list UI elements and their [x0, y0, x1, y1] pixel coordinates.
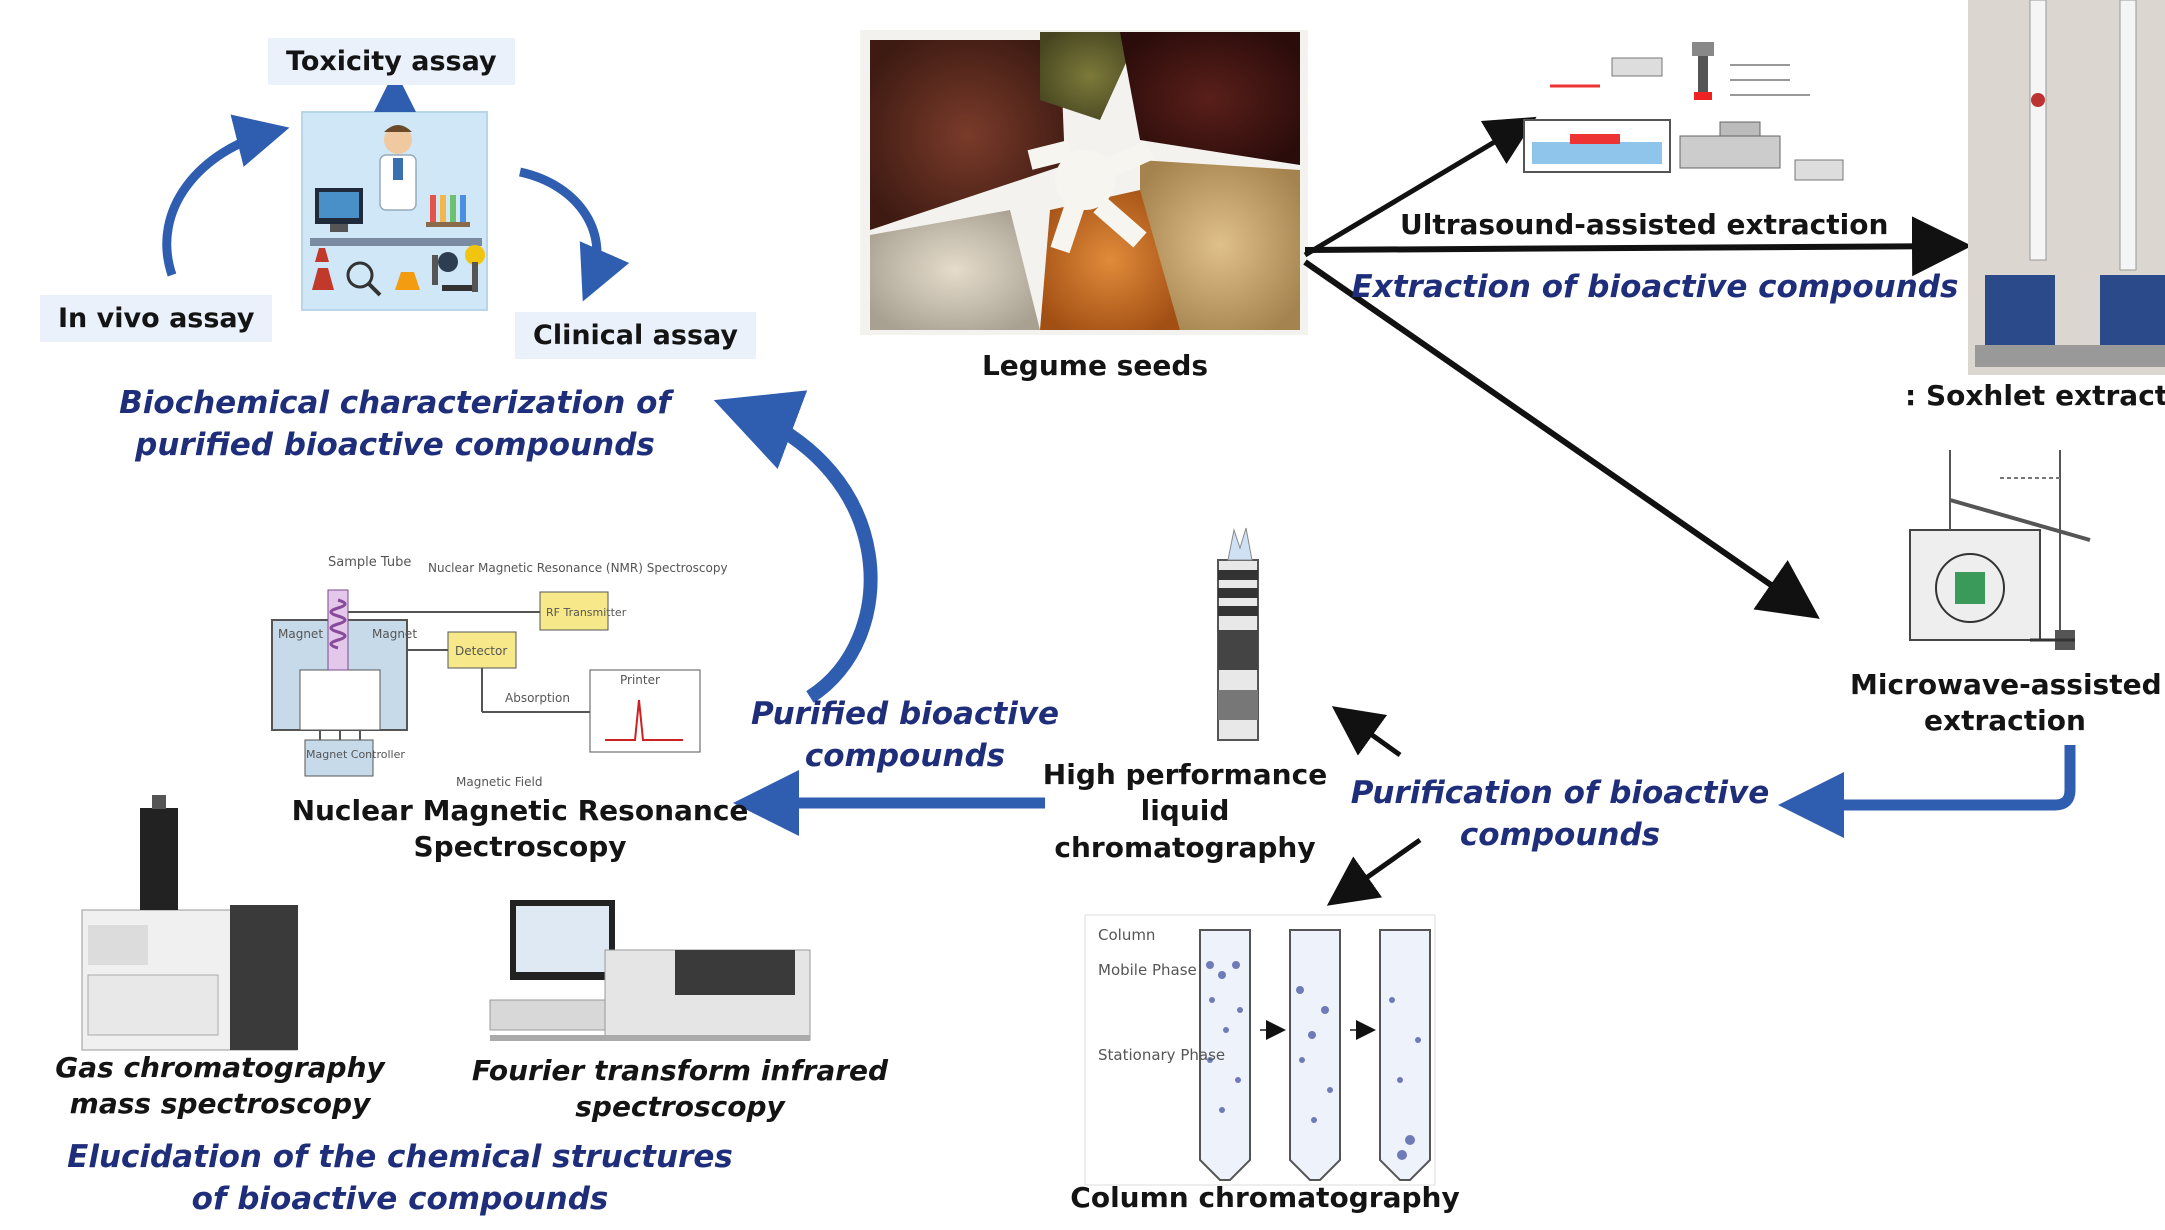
microwave-line-1: Microwave-assisted: [1850, 668, 2162, 701]
arrow-lab-to-clinical: [519, 167, 630, 302]
microwave-line-2: extraction: [1924, 704, 2086, 738]
hplc-line-1: High performance: [1042, 758, 1328, 791]
gcms-line-2: mass spectroscopy: [69, 1087, 371, 1121]
extraction-arrows: [1303, 116, 1972, 619]
nmr-line-2: Spectroscopy: [413, 830, 627, 864]
lab-scientist-illustration: [301, 111, 488, 311]
elucidation-line-2: of bioactive compounds: [191, 1180, 609, 1217]
nmr-line-1: Nuclear Magnetic Resonance: [291, 794, 749, 827]
nmr-sample-tube-label: Sample Tube: [328, 555, 411, 570]
soxhlet-photo: [1968, 0, 2165, 375]
nmr-magnet-controller-label: Magnet Controller: [306, 748, 405, 761]
elucidation-title: Elucidation of the chemical structures o…: [40, 1137, 760, 1221]
nmr-label: Nuclear Magnetic Resonance Spectroscopy: [290, 793, 750, 866]
arrow-purified-to-characterization: [713, 390, 878, 703]
nmr-magnetic-field-label: Magnetic Field: [456, 775, 542, 789]
ultrasound-schematic: [1523, 42, 1844, 181]
arrow-purification-to-hplc: [1331, 706, 1402, 758]
nmr-printer-label: Printer: [620, 673, 660, 687]
arrow-microwave-to-purification: [1778, 745, 2076, 838]
column-chromatography-label: Column chromatography: [1070, 1181, 1460, 1214]
legume-seeds-label: Legume seeds: [981, 349, 1209, 382]
nmr-schematic: Sample Tube Nuclear Magnetic Resonance (…: [271, 555, 728, 789]
microwave-extraction-label: Microwave-assisted extraction: [1850, 667, 2162, 740]
nmr-magnet-left-label: Magnet: [278, 627, 323, 641]
mobile-phase-label: Mobile Phase: [1098, 961, 1197, 979]
stationary-phase-label: Stationary Phase: [1098, 1046, 1225, 1064]
biochemical-line-2: purified bioactive compounds: [135, 426, 655, 463]
soxhlet-extraction-label: : Soxhlet extracto: [1905, 379, 2165, 412]
hplc-line-3: chromatography: [1054, 830, 1316, 864]
ftir-line-2: spectroscopy: [575, 1090, 785, 1124]
hplc-instrument: [1217, 527, 1259, 741]
ftir-line-1: Fourier transform infrared: [471, 1054, 889, 1087]
nmr-title-label: Nuclear Magnetic Resonance (NMR) Spectro…: [428, 561, 728, 575]
purified-line-2: compounds: [804, 737, 1006, 774]
extraction-title: Extraction of bioactive compounds: [1351, 269, 1959, 305]
purification-line-1: Purification of bioactive: [1350, 775, 1770, 811]
purification-title: Purification of bioactive compounds: [1330, 773, 1790, 857]
hplc-label: High performance liquid chromatography: [1040, 757, 1330, 866]
purified-line-1: Purified bioactive: [750, 696, 1060, 732]
in-vivo-assay-label: In vivo assay: [40, 295, 273, 342]
purification-line-2: compounds: [1459, 816, 1661, 853]
biochemical-characterization-title: Biochemical characterization of purified…: [60, 383, 730, 467]
column-label: Column: [1098, 926, 1155, 944]
nmr-magnet-right-label: Magnet: [372, 627, 417, 641]
clinical-assay-label: Clinical assay: [515, 312, 757, 359]
biochemical-line-1: Biochemical characterization of: [119, 385, 671, 421]
ftir-label: Fourier transform infrared spectroscopy: [470, 1053, 890, 1126]
arrow-in-vivo-to-lab: [162, 114, 290, 277]
gcms-photo: [81, 795, 298, 1051]
column-chromatography-schematic: Column Mobile Phase Stationary Phase: [1084, 914, 1436, 1186]
ftir-photo: [489, 900, 811, 1041]
gcms-label: Gas chromatography mass spectroscopy: [40, 1050, 400, 1123]
legume-seeds-photo: [860, 30, 1308, 335]
toxicity-assay-label: Toxicity assay: [268, 38, 515, 85]
hplc-line-2: liquid: [1140, 794, 1230, 828]
nmr-detector-label: Detector: [455, 644, 507, 658]
elucidation-line-1: Elucidation of the chemical structures: [67, 1139, 733, 1175]
arrow-purification-to-column: [1326, 837, 1422, 906]
nmr-rf-label: RF Transmitter: [546, 606, 627, 619]
microwave-schematic: [1909, 450, 2091, 650]
purified-compounds-title: Purified bioactive compounds: [720, 694, 1090, 778]
nmr-absorption-label: Absorption: [505, 691, 570, 705]
ultrasound-extraction-label: Ultrasound-assisted extraction: [1400, 208, 1889, 241]
gcms-line-1: Gas chromatography: [55, 1051, 385, 1084]
